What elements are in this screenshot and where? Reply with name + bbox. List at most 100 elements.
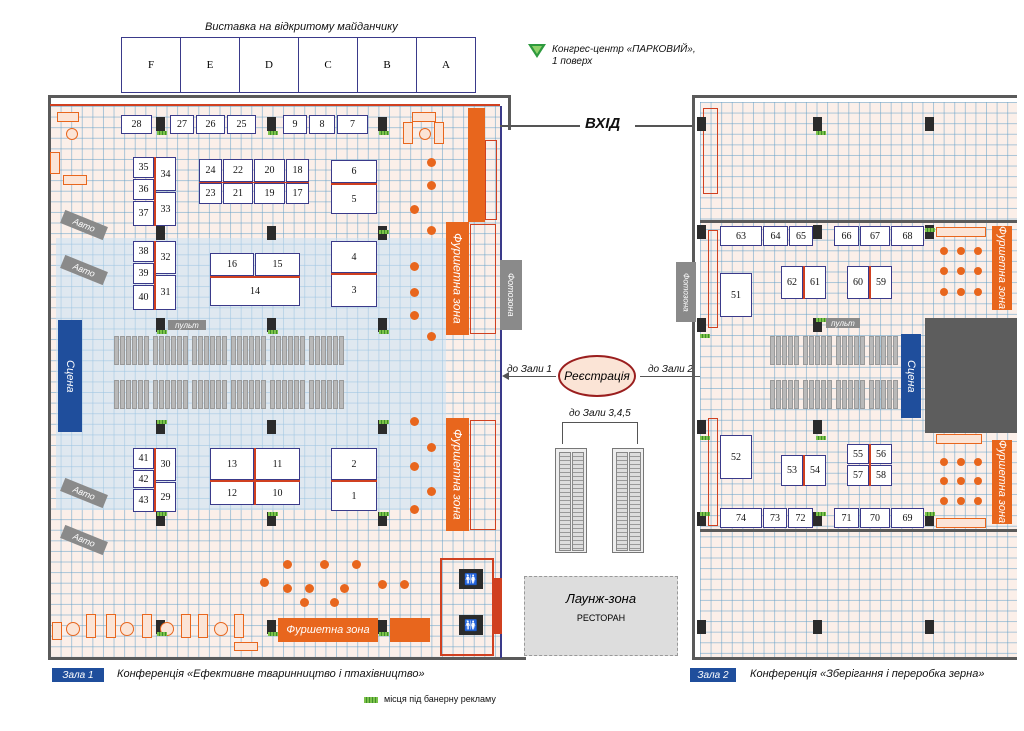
booth[interactable]: 5 xyxy=(331,184,377,214)
booth[interactable]: 3 xyxy=(331,274,377,307)
booth[interactable]: 18 xyxy=(286,159,309,182)
booth[interactable]: 71 xyxy=(834,508,859,528)
booth[interactable]: 62 xyxy=(781,266,803,299)
booth[interactable]: 10 xyxy=(255,481,300,505)
buffet-zone: Фуршетна зона xyxy=(992,226,1012,310)
pillar xyxy=(813,512,822,526)
buffet-table xyxy=(410,288,419,297)
seat xyxy=(204,336,209,365)
seat xyxy=(327,380,332,409)
booth[interactable]: 61 xyxy=(804,266,826,299)
booth[interactable]: 65 xyxy=(789,226,813,246)
booth[interactable]: 70 xyxy=(860,508,890,528)
booth[interactable]: 67 xyxy=(860,226,890,246)
booth[interactable]: 53 xyxy=(781,455,803,486)
booth[interactable]: 29 xyxy=(155,482,176,512)
booth[interactable]: 66 xyxy=(834,226,859,246)
booth[interactable]: 14 xyxy=(210,277,300,306)
buffet-table xyxy=(427,158,436,167)
booth[interactable]: 41 xyxy=(133,448,154,469)
booth[interactable]: 52 xyxy=(720,435,752,479)
booth[interactable]: 15 xyxy=(255,253,300,276)
booth[interactable]: 60 xyxy=(847,266,869,299)
buffet-table xyxy=(340,584,349,593)
booth[interactable]: 73 xyxy=(763,508,787,528)
booth[interactable]: 36 xyxy=(133,179,154,200)
seat xyxy=(159,336,164,365)
booth[interactable]: 16 xyxy=(210,253,254,276)
booth[interactable]: 63 xyxy=(720,226,762,246)
buffet-table xyxy=(300,598,309,607)
door-outline xyxy=(708,418,718,526)
hall1-badge: Зала 1 xyxy=(52,668,104,682)
table xyxy=(66,128,78,140)
seat xyxy=(171,336,176,365)
buffet-table xyxy=(940,267,948,275)
booth[interactable]: 54 xyxy=(804,455,826,486)
seat xyxy=(815,380,820,409)
booth[interactable]: 59 xyxy=(870,266,892,299)
booth[interactable]: 8 xyxy=(309,115,335,134)
banner-spot xyxy=(925,512,935,516)
booth[interactable]: 12 xyxy=(210,481,254,505)
booth[interactable]: 32 xyxy=(155,241,176,274)
booth[interactable]: 2 xyxy=(331,448,377,480)
booth[interactable]: 27 xyxy=(170,115,194,134)
booth[interactable]: 24 xyxy=(199,159,222,182)
buffet-table xyxy=(427,443,436,452)
booth[interactable]: 4 xyxy=(331,241,377,273)
booth[interactable]: 39 xyxy=(133,263,154,284)
seat xyxy=(282,336,287,365)
seat xyxy=(309,336,314,365)
booth[interactable]: 55 xyxy=(847,444,869,464)
buffet-table xyxy=(940,458,948,466)
table xyxy=(419,128,431,140)
booth[interactable]: 23 xyxy=(199,183,222,204)
seat xyxy=(333,380,338,409)
seat xyxy=(114,336,119,365)
buffet-table xyxy=(957,267,965,275)
booth[interactable]: 43 xyxy=(133,489,154,512)
booth[interactable]: 22 xyxy=(223,159,253,182)
booth[interactable]: 13 xyxy=(210,448,254,480)
booth[interactable]: 21 xyxy=(223,183,253,204)
booth[interactable]: 31 xyxy=(155,275,176,310)
booth[interactable]: 74 xyxy=(720,508,762,528)
booth[interactable]: 33 xyxy=(155,192,176,226)
booth[interactable]: 35 xyxy=(133,157,154,178)
booth[interactable]: 57 xyxy=(847,465,869,486)
booth[interactable]: 68 xyxy=(891,226,924,246)
seat xyxy=(327,336,332,365)
booth[interactable]: 40 xyxy=(133,285,154,310)
booth[interactable]: 37 xyxy=(133,201,154,226)
booth[interactable]: 1 xyxy=(331,481,377,511)
booth[interactable]: 64 xyxy=(763,226,788,246)
outdoor-section: D xyxy=(240,38,299,92)
booth[interactable]: 34 xyxy=(155,157,176,191)
booth[interactable]: 56 xyxy=(870,444,892,464)
booth[interactable]: 25 xyxy=(227,115,256,134)
booth[interactable]: 19 xyxy=(254,183,285,204)
seat xyxy=(270,380,275,409)
booth[interactable]: 28 xyxy=(121,115,152,134)
booth[interactable]: 38 xyxy=(133,241,154,262)
registration-desk[interactable]: Реєстрація xyxy=(558,355,636,397)
sofa xyxy=(86,614,96,638)
buffet-table xyxy=(974,497,982,505)
booth[interactable]: 6 xyxy=(331,160,377,183)
booth[interactable]: 58 xyxy=(870,465,892,486)
booth[interactable]: 51 xyxy=(720,273,752,317)
booth[interactable]: 26 xyxy=(196,115,225,134)
booth[interactable]: 42 xyxy=(133,470,154,488)
booth[interactable]: 17 xyxy=(286,183,309,204)
booth[interactable]: 72 xyxy=(788,508,813,528)
booth[interactable]: 20 xyxy=(254,159,285,182)
booth[interactable]: 7 xyxy=(337,115,368,134)
booth[interactable]: 69 xyxy=(891,508,924,528)
booth[interactable]: 11 xyxy=(255,448,300,480)
buffet-table xyxy=(957,458,965,466)
restroom-icon: 🚻 xyxy=(459,569,483,589)
booth[interactable]: 9 xyxy=(283,115,307,134)
buffet-table xyxy=(974,458,982,466)
booth[interactable]: 30 xyxy=(155,448,176,481)
